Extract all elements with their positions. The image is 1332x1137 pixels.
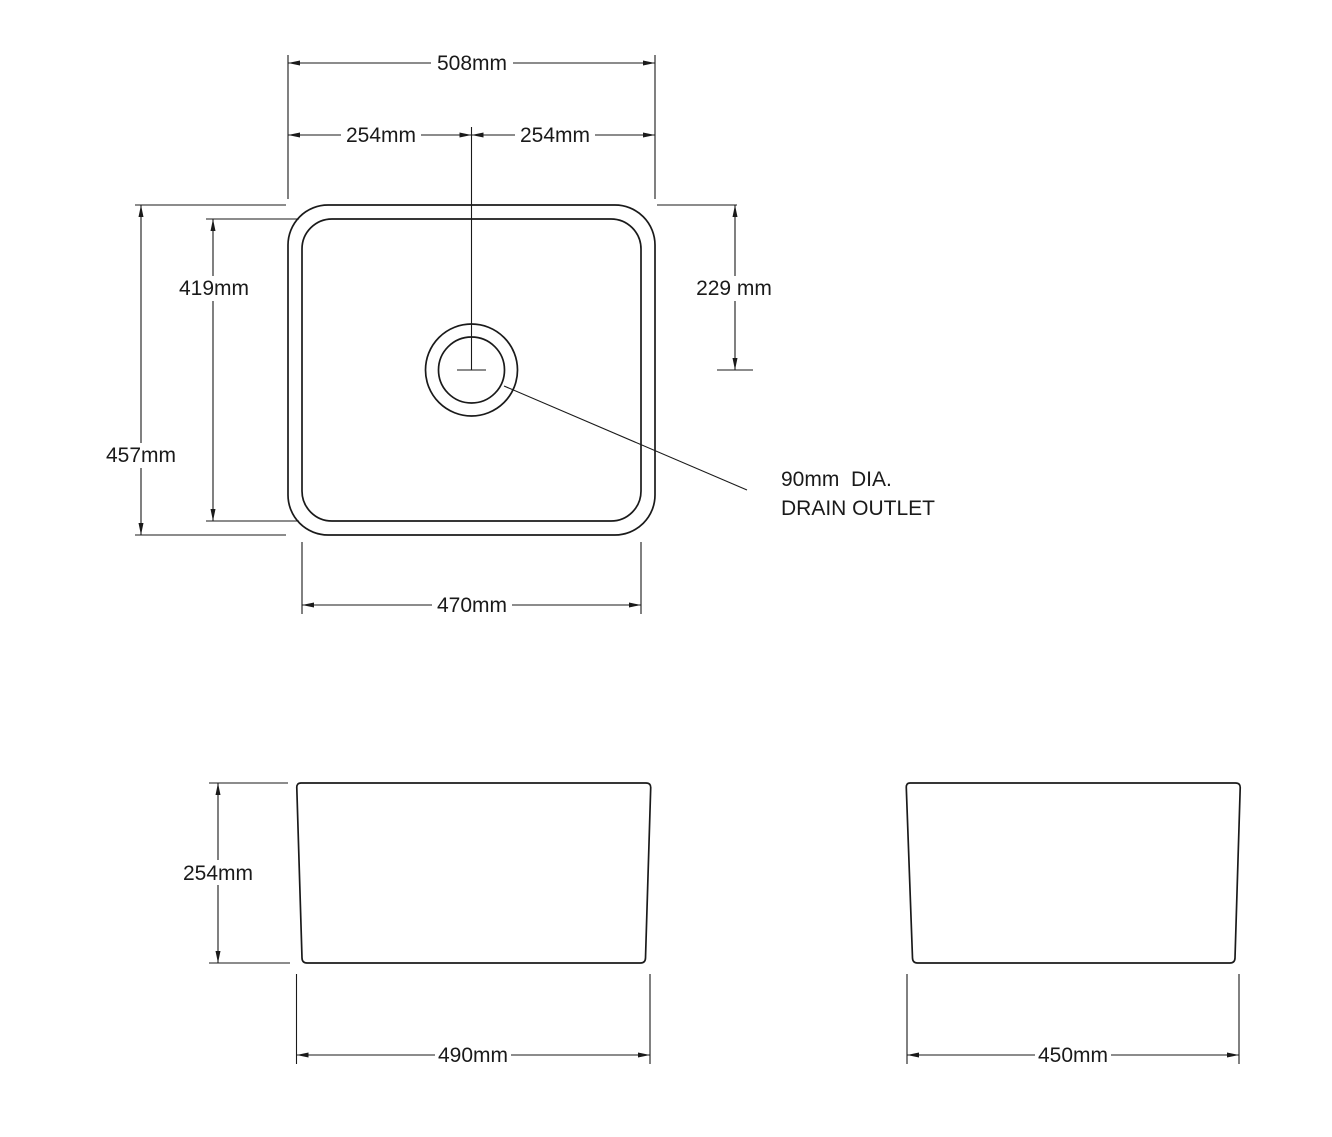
front-view: [295, 782, 652, 964]
dim-label-inner-width: 470mm: [437, 594, 507, 617]
label-mask: [692, 276, 778, 301]
drain-leader-line: [503, 385, 748, 491]
drain-callout-line1: 90mm DIA.: [781, 468, 892, 491]
dim-label-right-half: 254mm: [520, 124, 590, 147]
label-mask: [178, 276, 250, 301]
label-mask: [105, 443, 177, 468]
side-view-dimensions: 450mm: [906, 974, 1240, 1068]
dim-label-inner-height: 419mm: [179, 277, 249, 300]
label-mask: [1035, 1043, 1111, 1068]
front-view-outline: [295, 782, 652, 964]
dim-label-left-half: 254mm: [346, 124, 416, 147]
label-mask: [431, 51, 513, 76]
top-view-dimensions: 508mm 254mm 254mm 419mm 457mm 229 mm: [105, 51, 935, 618]
drain-callout-line2: DRAIN OUTLET: [781, 497, 935, 520]
front-view-dimensions: 254mm 490mm: [182, 782, 651, 1068]
dim-label-front-width: 490mm: [438, 1044, 508, 1067]
dim-label-side-width: 450mm: [1038, 1044, 1108, 1067]
label-mask: [182, 860, 254, 885]
dim-label-drain-center: 229 mm: [696, 277, 772, 300]
side-view-outline: [905, 782, 1242, 964]
dim-label-overall-height: 457mm: [106, 444, 176, 467]
label-mask: [432, 593, 512, 618]
label-mask: [515, 123, 595, 148]
side-view: [905, 782, 1242, 964]
label-mask: [435, 1043, 511, 1068]
label-mask: [341, 123, 421, 148]
dim-label-front-height: 254mm: [183, 862, 253, 885]
dim-label-overall-width: 508mm: [437, 52, 507, 75]
